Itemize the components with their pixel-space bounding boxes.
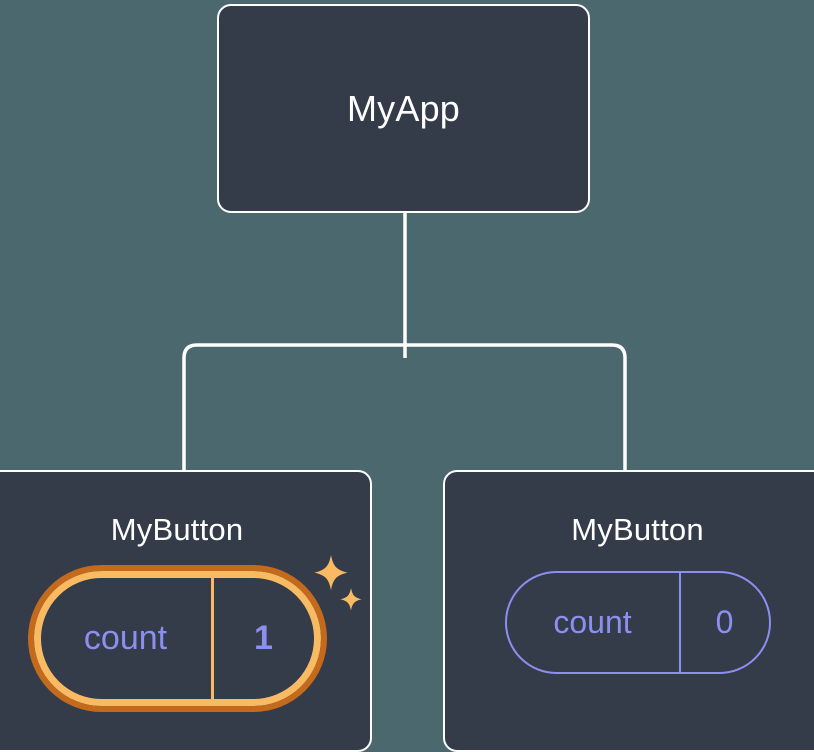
state-pill-right-key: count xyxy=(507,573,681,672)
state-pill-left-key: count xyxy=(41,578,214,699)
node-mybutton-right-title: MyButton xyxy=(571,512,704,547)
node-mybutton-right[interactable]: MyButton count 0 xyxy=(443,470,814,752)
sparkle-small-icon xyxy=(339,588,362,611)
node-myapp-title: MyApp xyxy=(346,87,461,129)
sparkle-large-icon xyxy=(314,555,347,591)
state-pill-right[interactable]: count 0 xyxy=(504,571,771,674)
state-pill-right-wrap: count 0 xyxy=(504,571,771,674)
node-mybutton-left[interactable]: MyButton count 1 xyxy=(0,470,372,752)
connector-branch-bus xyxy=(182,343,627,470)
node-mybutton-left-title: MyButton xyxy=(110,512,244,547)
state-pill-right-value: 0 xyxy=(715,604,734,640)
state-pill-left[interactable]: count 1 xyxy=(27,565,327,712)
node-myapp[interactable]: MyApp xyxy=(217,4,590,213)
state-pill-left-value: 1 xyxy=(254,619,273,657)
state-pill-left-wrap: count 1 xyxy=(27,555,362,712)
diagram-canvas: MyApp MyButton count 1 MyButton count 0 xyxy=(0,4,814,752)
